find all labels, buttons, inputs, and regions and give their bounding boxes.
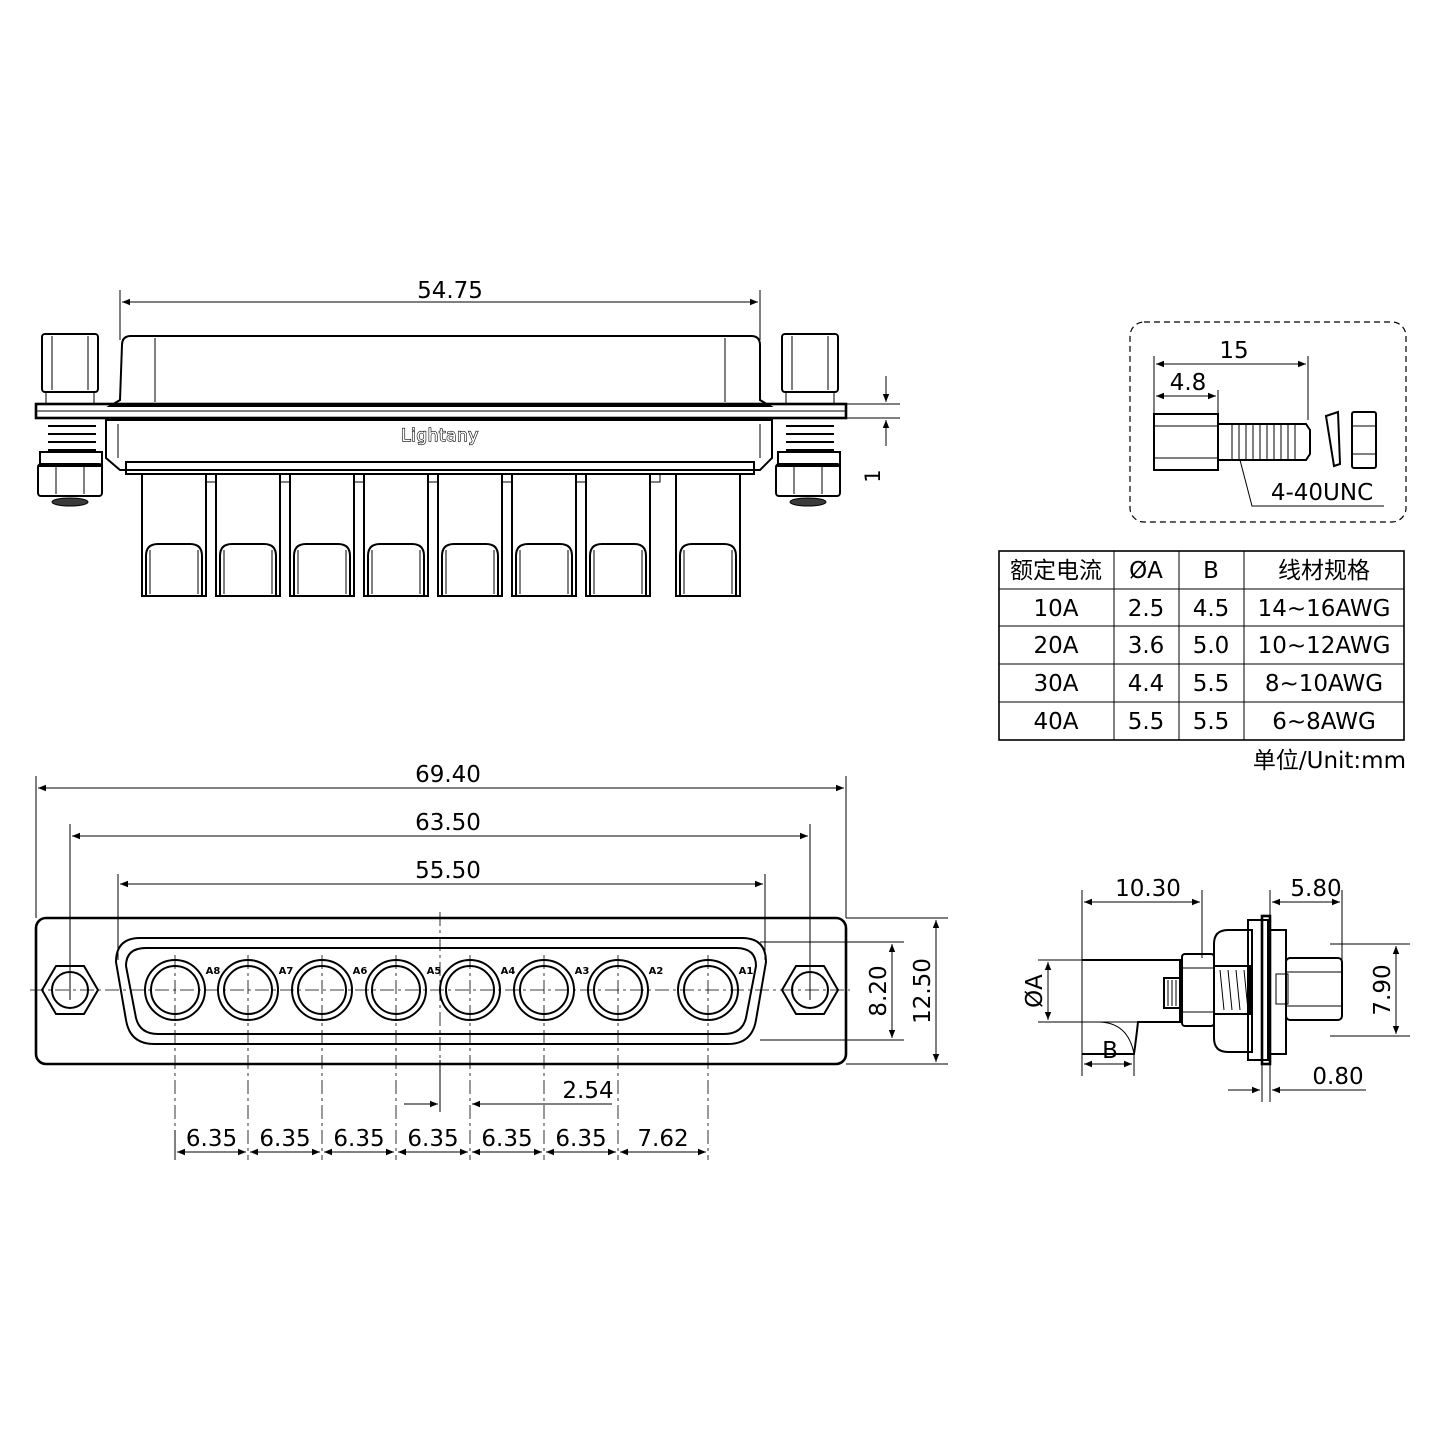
- pin-label: A7: [279, 966, 294, 977]
- screw-detail: 15 4.8 4-40UNC: [1129, 321, 1407, 523]
- pitch-label: 6.35: [259, 1126, 310, 1152]
- contact-cavity: A4: [439, 955, 516, 1160]
- table-cell: 5.0: [1193, 633, 1230, 659]
- pitch-label: 6.35: [481, 1126, 532, 1152]
- contact-cavity: A2: [587, 955, 664, 1160]
- pin-label: A4: [501, 966, 516, 977]
- table-cell: 3.6: [1128, 633, 1165, 659]
- pitch-label: 6.35: [407, 1126, 458, 1152]
- table-cell: 10~12AWG: [1258, 633, 1391, 659]
- pitch-label: 7.62: [637, 1126, 688, 1152]
- front-view: 69.40 63.50 55.50 A8 A7 A6 A5 A4 A3 A2 A1: [30, 762, 948, 1160]
- screw-dim-head: 4.8: [1170, 370, 1207, 396]
- top-dim-width: 54.75: [417, 278, 483, 304]
- side-view: 10.30 5.80 7.90: [1022, 876, 1410, 1102]
- table-cell: 20A: [1033, 633, 1078, 659]
- table-cell: 6~8AWG: [1272, 709, 1376, 735]
- pin-label: A6: [353, 966, 368, 977]
- front-dim-shell: 55.50: [415, 858, 481, 884]
- left-screw-hardware: [37, 333, 103, 507]
- contact-cavities: A8 A7 A6 A5 A4 A3 A2 A1: [144, 955, 754, 1160]
- contact-cavity: A5: [365, 955, 442, 1160]
- front-dim-height-inner: 8.20: [866, 965, 892, 1016]
- pitch-label: 6.35: [186, 1126, 237, 1152]
- side-dim-nut: 5.80: [1290, 876, 1341, 902]
- table-cell: 40A: [1033, 709, 1078, 735]
- table-cell: 2.5: [1128, 596, 1165, 622]
- table-cell: 8~10AWG: [1265, 671, 1383, 697]
- contact-cavity: A6: [291, 955, 368, 1160]
- top-dim-flange: 1: [861, 469, 885, 482]
- table-header-b: B: [1203, 558, 1219, 584]
- pitch-dimensions: 6.35 6.35 6.35 6.35 6.35 6.35 7.62: [174, 1126, 706, 1160]
- table-cell: 4.5: [1193, 596, 1230, 622]
- table-header-current: 额定电流: [1010, 558, 1102, 584]
- front-dim-mount: 63.50: [415, 810, 481, 836]
- side-label-diam: ØA: [1022, 974, 1048, 1008]
- contact-cavity: A1: [677, 955, 754, 1160]
- contact-tail: [141, 473, 217, 597]
- pin-label: A3: [575, 966, 590, 977]
- contact-tails: [141, 473, 741, 597]
- table-cell: 10A: [1033, 596, 1078, 622]
- screw-dim-total: 15: [1219, 338, 1248, 364]
- table-cell: 5.5: [1193, 709, 1230, 735]
- table-cell: 14~16AWG: [1258, 596, 1391, 622]
- pitch-label: 6.35: [555, 1126, 606, 1152]
- pin-label: A5: [427, 966, 442, 977]
- front-dim-overall: 69.40: [415, 762, 481, 788]
- top-view: 54.75 Lightany 1: [34, 278, 900, 597]
- contact-cavity: A8: [144, 955, 221, 1160]
- pin-label: A1: [739, 966, 754, 977]
- side-dim-panel: 0.80: [1312, 1064, 1363, 1090]
- contact-tail: [511, 473, 587, 597]
- front-dim-height-outer: 12.50: [910, 958, 936, 1024]
- spec-table: 额定电流 ØA B 线材规格 10A 2.5 4.5 14~16AWG 20A …: [998, 550, 1406, 774]
- table-cell: 5.5: [1128, 709, 1165, 735]
- pitch-label: 6.35: [333, 1126, 384, 1152]
- contact-tail: [585, 473, 661, 597]
- brand-logo: Lightany: [401, 426, 479, 446]
- table-cell: 30A: [1033, 671, 1078, 697]
- front-dim-offset: 2.54: [562, 1078, 613, 1104]
- contact-tail: [437, 473, 513, 597]
- table-cell: 4.4: [1128, 671, 1165, 697]
- pin-label: A8: [206, 966, 221, 977]
- contact-tail: [363, 473, 439, 597]
- side-dim-height: 7.90: [1370, 964, 1396, 1015]
- contact-cavity: A3: [513, 955, 590, 1160]
- contact-tail: [289, 473, 365, 597]
- side-label-b: B: [1102, 1038, 1118, 1064]
- unit-note: 单位/Unit:mm: [1253, 748, 1406, 774]
- thread-lines: [1231, 424, 1296, 460]
- right-screw-hardware: [775, 333, 841, 507]
- table-cell: 5.5: [1193, 671, 1230, 697]
- pin-label: A2: [649, 966, 664, 977]
- side-dim-pin: 10.30: [1115, 876, 1181, 902]
- contact-tail: [215, 473, 291, 597]
- contact-cavity: A7: [217, 955, 294, 1160]
- contact-tail: [675, 473, 741, 597]
- screw-thread-label: 4-40UNC: [1271, 480, 1373, 506]
- table-header-wire: 线材规格: [1278, 558, 1370, 584]
- table-header-diam: ØA: [1129, 558, 1163, 584]
